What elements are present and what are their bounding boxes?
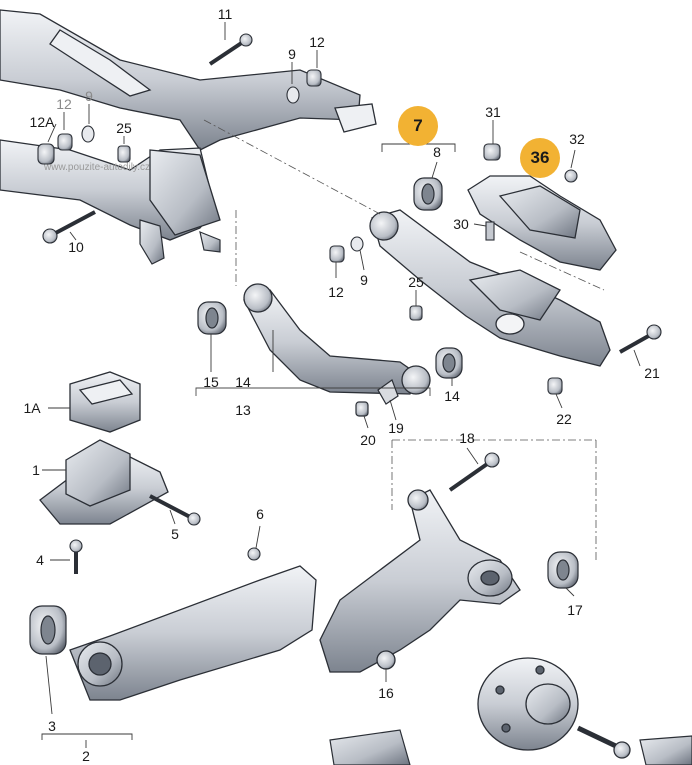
part-label-11: 11 bbox=[217, 6, 233, 22]
subframe-bracket bbox=[139, 219, 221, 265]
part-label-25: 25 bbox=[116, 120, 132, 136]
part-label-7: 7 bbox=[413, 116, 423, 135]
part-label-17: 17 bbox=[567, 602, 583, 618]
part-label-14-right: 14 bbox=[444, 388, 460, 404]
highlight-marker-7 bbox=[398, 106, 438, 146]
wheel-hub bbox=[477, 657, 631, 759]
part-label-9-gray: 9 bbox=[85, 88, 93, 104]
spring-seat bbox=[467, 175, 617, 271]
trailing-arm-2 bbox=[69, 565, 317, 701]
mount-1 bbox=[39, 439, 169, 525]
dash-dot-axes bbox=[203, 119, 605, 560]
part-label-13: 13 bbox=[235, 402, 251, 418]
part-label-2: 2 bbox=[82, 748, 90, 764]
highlight-marker-36 bbox=[520, 138, 560, 178]
watermark: www.pouzite-autodily.cz bbox=[44, 162, 150, 173]
part-label-14-left: 14 bbox=[235, 374, 251, 390]
subframe bbox=[0, 9, 377, 241]
curved-arm-13 bbox=[243, 283, 431, 395]
part-label-19: 19 bbox=[388, 420, 404, 436]
part-label-9-mid: 9 bbox=[360, 272, 368, 288]
wheel-carrier bbox=[319, 489, 521, 673]
part-label-18: 18 bbox=[459, 430, 475, 446]
leader-lines bbox=[41, 22, 641, 748]
part-label-8: 8 bbox=[433, 144, 441, 160]
part-label-20: 20 bbox=[360, 432, 376, 448]
bushing-8 bbox=[413, 177, 443, 211]
bushing-17 bbox=[547, 551, 579, 589]
part-label-36: 36 bbox=[530, 148, 550, 167]
bushing-3 bbox=[29, 605, 67, 655]
part-label-4: 4 bbox=[36, 552, 44, 568]
part-label-1A: 1A bbox=[23, 400, 41, 416]
part-label-6: 6 bbox=[256, 506, 264, 522]
part-label-9: 9 bbox=[288, 46, 296, 62]
part-label-21: 21 bbox=[644, 365, 660, 381]
part-label-22: 22 bbox=[556, 411, 572, 427]
part-label-15: 15 bbox=[203, 374, 219, 390]
part-label-12: 12 bbox=[309, 34, 325, 50]
part-label-12-gray: 12 bbox=[56, 96, 72, 112]
part-label-12-mid: 12 bbox=[328, 284, 344, 300]
brake-backplate bbox=[329, 729, 692, 765]
hardware-top-left bbox=[37, 33, 322, 244]
part-label-25-mid: 25 bbox=[408, 274, 424, 290]
part-label-30: 30 bbox=[453, 216, 469, 232]
bushings-14-15 bbox=[197, 301, 463, 417]
part-label-31: 31 bbox=[485, 104, 501, 120]
buffer-1A bbox=[69, 371, 141, 433]
part-label-5: 5 bbox=[171, 526, 179, 542]
part-label-32: 32 bbox=[569, 131, 585, 147]
hardware-middle bbox=[329, 143, 662, 395]
bolts-lower-left bbox=[69, 452, 500, 574]
part-label-12A: 12A bbox=[29, 114, 55, 130]
part-label-1: 1 bbox=[32, 462, 40, 478]
part-label-10: 10 bbox=[68, 239, 84, 255]
part-label-3: 3 bbox=[48, 718, 56, 734]
upper-control-arm bbox=[369, 209, 611, 367]
part-label-16: 16 bbox=[378, 685, 394, 701]
